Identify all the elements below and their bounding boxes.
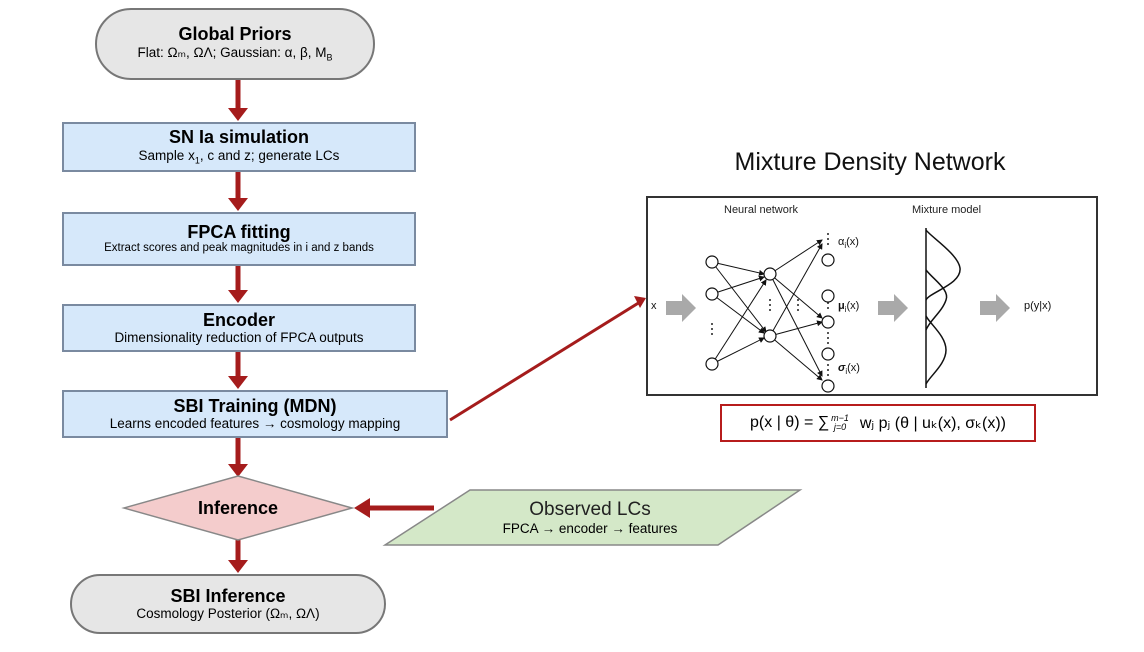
- sbi-training-title: SBI Training (MDN): [173, 395, 337, 416]
- inference-diamond: [121, 475, 355, 541]
- observed-lcs-label-wrap: Observed LCs FPCA → encoder → features: [430, 493, 750, 543]
- grey-arrow-icon: [878, 294, 908, 322]
- hidden-node: [763, 267, 777, 281]
- sbi-inference-node: SBI Inference Cosmology Posterior (Ωₘ, Ω…: [70, 574, 386, 634]
- alpha-output-label: αi(x): [838, 236, 859, 251]
- arrowhead-observed-inference: [354, 498, 370, 518]
- fpca-fitting-title: FPCA fitting: [187, 221, 291, 242]
- arrowhead-priors-sim: [228, 108, 248, 121]
- sn-simulation-title: SN Ia simulation: [168, 127, 310, 148]
- mixture-model-label: Mixture model: [912, 204, 982, 216]
- sbi-inference-text: Cosmology Posterior (Ωₘ, ΩΛ): [136, 606, 320, 622]
- arrowhead-sim-fpca: [228, 198, 248, 211]
- mixture-model: [925, 228, 961, 388]
- flow-arrows: [228, 78, 646, 573]
- observed-lcs-text: FPCA → encoder → features: [502, 520, 678, 536]
- sn-simulation-text: Sample x1, c and z; generate LCs: [138, 148, 340, 166]
- sn-simulation-node: SN Ia simulation Sample x1, c and z; gen…: [62, 122, 416, 172]
- grey-arrows: [666, 294, 1010, 322]
- arrowhead-inference-result: [228, 560, 248, 573]
- encoder-title: Encoder: [202, 309, 276, 330]
- sbi-training-node: SBI Training (MDN) Learns encoded featur…: [62, 390, 448, 438]
- mdn-title-wrap: Mixture Density Network: [700, 148, 1040, 182]
- sigma-output-label: σi(x): [838, 362, 860, 377]
- global-priors-title: Global Priors: [178, 24, 292, 45]
- encoder-text: Dimensionality reduction of FPCA outputs: [114, 330, 364, 346]
- arrowhead-fpca-encoder: [228, 290, 248, 303]
- output-node: [821, 379, 835, 393]
- arrowhead-training-mdn: [634, 296, 646, 308]
- input-x-label: x: [651, 300, 657, 312]
- output-node: [821, 315, 835, 329]
- sbi-inference-title: SBI Inference: [170, 585, 286, 606]
- mu-output-label: μi(x): [838, 300, 860, 315]
- observed-parallelogram: [382, 489, 803, 546]
- arrow-training-mdn: [449, 300, 641, 422]
- global-priors-text: Flat: Ωₘ, ΩΛ; Gaussian: α, β, MB: [137, 45, 333, 63]
- neural-network: [705, 233, 835, 393]
- grey-arrow-icon: [666, 294, 696, 322]
- output-node: [821, 253, 835, 267]
- input-node: [705, 255, 719, 269]
- mdn-formula: p(x | θ) = ∑ m−1 j=0 wⱼ pⱼ (θ | uₖ(x), σ…: [720, 404, 1036, 442]
- hidden-node: [763, 329, 777, 343]
- inference-title: Inference: [197, 497, 279, 518]
- mdn-title: Mixture Density Network: [734, 148, 1006, 176]
- sbi-training-text: Learns encoded features → cosmology mapp…: [109, 416, 401, 432]
- fpca-fitting-text: Extract scores and peak magnitudes in i …: [104, 242, 374, 255]
- arrowhead-encoder-training: [228, 376, 248, 389]
- input-node: [705, 287, 719, 301]
- inference-label-wrap: Inference: [150, 494, 326, 522]
- encoder-node: Encoder Dimensionality reduction of FPCA…: [62, 304, 416, 352]
- neural-network-label: Neural network: [724, 204, 798, 216]
- global-priors-node: Global Priors Flat: Ωₘ, ΩΛ; Gaussian: α,…: [95, 8, 375, 80]
- arrowhead-training-inference: [228, 464, 248, 477]
- output-node: [821, 347, 835, 361]
- observed-lcs-title: Observed LCs: [529, 498, 651, 520]
- output-pyx-label: p(y|x): [1024, 300, 1052, 312]
- grey-arrow-icon: [980, 294, 1010, 322]
- input-node: [705, 357, 719, 371]
- fpca-fitting-node: FPCA fitting Extract scores and peak mag…: [62, 212, 416, 266]
- mdn-panel: [646, 196, 1098, 396]
